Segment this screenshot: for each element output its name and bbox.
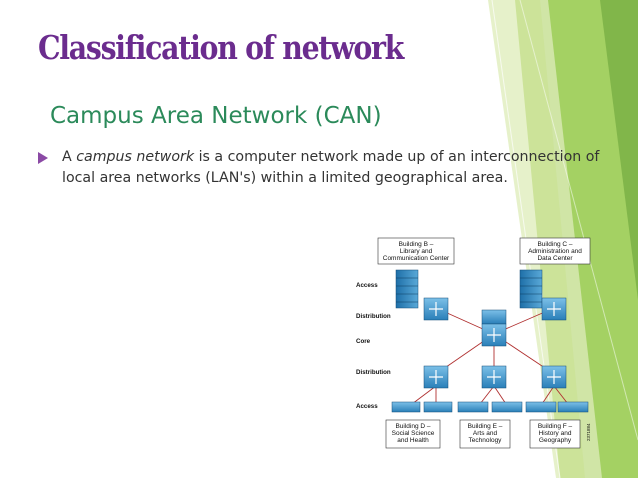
svg-text:History and: History and <box>539 430 572 437</box>
layer-label-access-bottom: Access <box>356 403 378 410</box>
bullet-suffix: is a computer network made up of an inte… <box>62 149 600 186</box>
building-b-label: Building B – Library and Communication C… <box>377 237 455 265</box>
distribution-switch-d <box>423 365 449 389</box>
svg-text:Communication Center: Communication Center <box>383 255 450 262</box>
building-d-label: Building D – Social Science and Health <box>385 419 441 449</box>
building-e-label: Building E – Arts and Technology <box>459 419 511 449</box>
campus-network-diagram: Building B – Library and Communication C… <box>356 237 591 449</box>
layer-label-distribution-bottom: Distribution <box>356 369 391 376</box>
bullet-emphasis: campus network <box>76 149 195 165</box>
layer-label-core: Core <box>356 338 371 345</box>
core-switch <box>481 309 507 347</box>
distribution-switch-e <box>481 365 507 389</box>
svg-text:Building E –: Building E – <box>468 423 503 430</box>
figure-id: 2371884 <box>586 423 591 441</box>
svg-text:Building D –: Building D – <box>395 423 430 430</box>
svg-text:Geography: Geography <box>539 437 572 444</box>
building-f-label: Building F – History and Geography <box>529 419 581 449</box>
building-c-label: Building C – Administration and Data Cen… <box>519 237 591 265</box>
svg-text:Library and: Library and <box>400 248 433 255</box>
bullet-arrow-icon <box>38 152 48 164</box>
distribution-switch-b <box>423 297 449 321</box>
svg-text:Technology: Technology <box>469 437 503 444</box>
slide-subtitle: Campus Area Network (CAN) <box>50 103 382 129</box>
svg-text:Building B –: Building B – <box>399 241 434 248</box>
slide-title: Classification of network <box>38 28 404 67</box>
distribution-switch-c <box>541 297 567 321</box>
svg-text:Arts and: Arts and <box>473 430 498 437</box>
bullet-text: A campus network is a computer network m… <box>62 147 602 189</box>
distribution-switch-f <box>541 365 567 389</box>
access-switch-stack-b <box>395 269 419 309</box>
layer-label-distribution-top: Distribution <box>356 313 391 320</box>
svg-text:Building C –: Building C – <box>537 241 572 248</box>
access-switches-bottom <box>391 401 589 413</box>
layer-label-access-top: Access <box>356 282 378 289</box>
svg-text:Data Center: Data Center <box>537 255 573 262</box>
svg-text:Building F –: Building F – <box>538 423 573 430</box>
access-switch-stack-c <box>519 269 543 309</box>
svg-text:Social Science: Social Science <box>392 430 435 437</box>
bullet-prefix: A <box>62 149 77 165</box>
svg-text:and Health: and Health <box>397 437 429 444</box>
svg-text:Administration and: Administration and <box>528 248 582 255</box>
